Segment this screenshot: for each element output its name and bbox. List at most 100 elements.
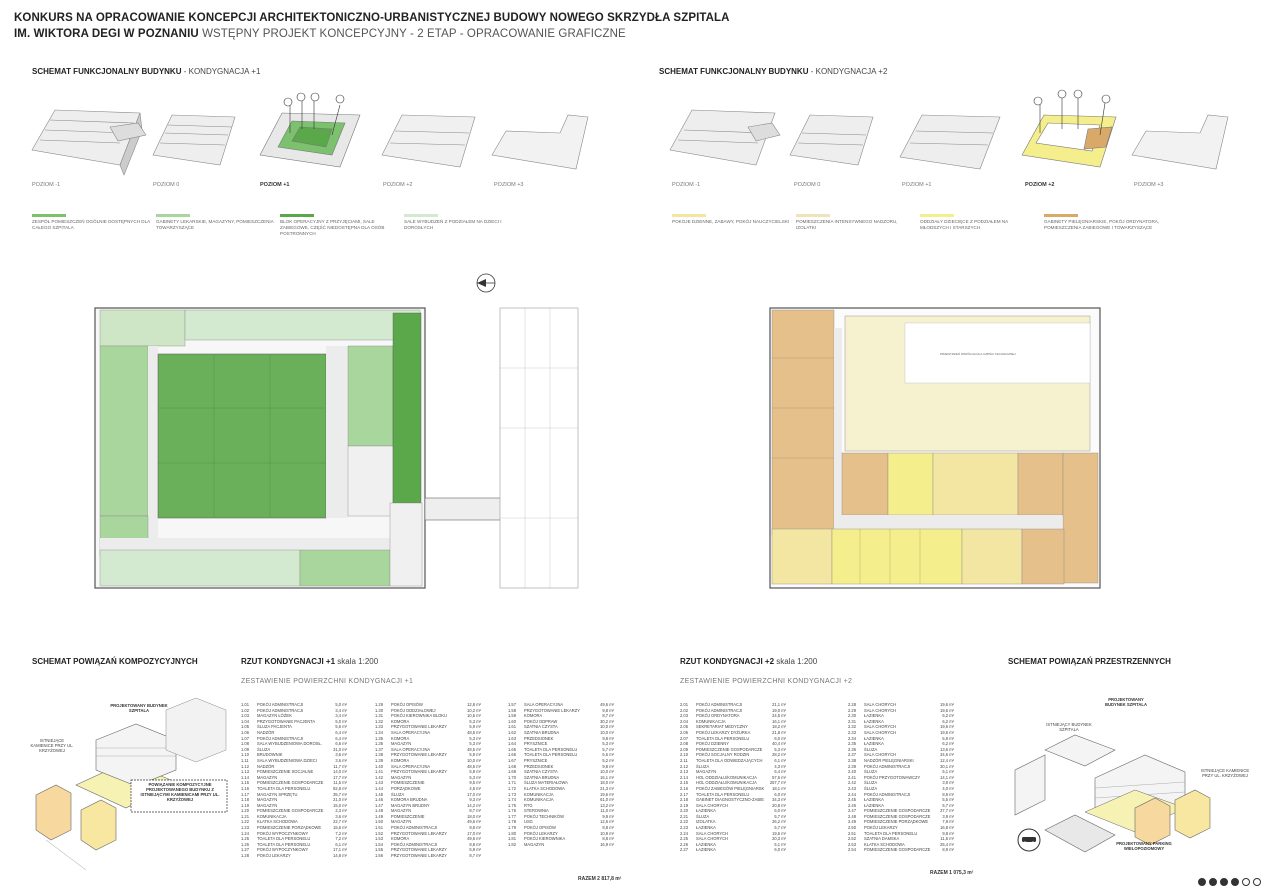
room-area: 5,9 m²	[469, 769, 481, 775]
room-name: SZATNIA BRUDNA	[524, 729, 560, 735]
room-number: 1.49	[375, 813, 383, 819]
room-area: 19,6 m²	[940, 702, 954, 707]
room-number: 2.19	[680, 802, 688, 808]
legend-item: POKOJE DZIENNE, ZABAWY, POKÓJ NAUCZYCIEL…	[672, 214, 790, 231]
right-schema-title: SCHEMAT FUNKCJONALNY BUDYNKU - KONDYGNAC…	[659, 67, 888, 76]
page-dot[interactable]	[1198, 878, 1206, 886]
room-area: 21,3 m²	[600, 785, 614, 791]
page-dot[interactable]	[1242, 878, 1250, 886]
room-area: 6,4 m²	[774, 769, 786, 775]
room-name: SALA OPERACYJNA	[524, 702, 564, 707]
level-label-plus1: POZIOM +1	[260, 182, 290, 188]
room-area: 3,6 m²	[335, 752, 347, 758]
room-number: 1.65	[508, 746, 516, 752]
room-number: 1.81	[508, 836, 516, 842]
room-name: SALA OPERACYJNA	[391, 729, 431, 735]
room-name: POKÓJ WYPOCZYNKOWY	[257, 847, 309, 853]
room-number: 1.71	[508, 780, 516, 786]
room-name: POKÓJ ADMINISTRACJI	[864, 763, 911, 769]
room-area: 14,0 m²	[333, 769, 347, 775]
room-name: SALA CHORYCH	[864, 702, 897, 707]
left-axonometric-levels	[31, 92, 589, 176]
room-number: 1.70	[508, 774, 516, 780]
room-name: POKÓJ LEKARZY	[864, 825, 898, 831]
room-name: SALA CHORYCH	[864, 729, 897, 735]
room-name: ŁAZIENKA	[864, 802, 884, 808]
room-name: POMIESZCZENIE GOSPODARCZE	[864, 847, 931, 853]
existing-tenements-label: ISTNIEJĄCE KAMIENICE PRZY UL. KRZYŻOWEJ	[1200, 768, 1250, 778]
room-area: 14,8 m²	[333, 853, 347, 859]
room-number: 2.12	[680, 763, 688, 769]
level-label-0: POZIOM 0	[794, 182, 821, 188]
room-number: 2.46	[848, 802, 856, 808]
room-area: 3,6 m²	[335, 757, 347, 763]
room-number: 1.11	[241, 757, 249, 763]
room-area: 35,7 m²	[333, 791, 347, 797]
room-number: 1.10	[241, 752, 249, 758]
room-name: PRZEDSIONEK	[524, 735, 554, 741]
room-number: 2.24	[680, 830, 688, 836]
room-number: 2.18	[680, 797, 688, 803]
room-area: 5,5 m²	[942, 797, 954, 803]
room-area: 4,0 m²	[942, 785, 954, 791]
room-number: 2.23	[680, 825, 688, 831]
room-area: 21,8 m²	[772, 729, 786, 735]
room-number: 2.41	[848, 774, 856, 780]
page-dot[interactable]	[1209, 878, 1217, 886]
room-number: 2.07	[680, 735, 688, 741]
room-area: 10,9 m²	[600, 830, 614, 836]
room-area: 6,4 m²	[335, 729, 347, 735]
room-number: 1.12	[241, 763, 249, 769]
room-area: 18,1 m²	[772, 785, 786, 791]
composition-link-label: POWIĄZANIE KOMPOZYCYJNE PROJEKTOWANEGO B…	[140, 782, 220, 802]
legend-item: ODDZIAŁY DZIECIĘCE Z PODZIAŁEM NA MŁODSZ…	[920, 214, 1038, 231]
room-area: 5,0 m²	[335, 702, 347, 707]
room-name: POKÓJ ORDYNATORA	[696, 713, 740, 719]
room-name: ŚLUZA	[696, 813, 710, 819]
room-area: 20,3 m²	[772, 836, 786, 842]
room-name: ŁAZIENKA	[696, 847, 716, 853]
room-name: POMIESZCZENIE	[391, 813, 425, 819]
spatial-schema-title: SCHEMAT POWIĄZAŃ PRZESTRZENNYCH	[1008, 657, 1171, 666]
room-number: 1.25	[241, 836, 249, 842]
room-name: POKÓJ TECHNIKÓW	[524, 813, 564, 819]
page-dot[interactable]	[1231, 878, 1239, 886]
room-area: 49,6 m²	[467, 836, 481, 842]
room-number: 2.09	[680, 746, 688, 752]
room-name: SALA CHORYCH	[696, 830, 729, 836]
room-name: KLATKA SCHODOWA	[524, 785, 565, 791]
page-dot[interactable]	[1253, 878, 1261, 886]
page-dot[interactable]	[1220, 878, 1228, 886]
room-name: ŚLUZA	[257, 746, 271, 752]
room-area: 7,9 m²	[942, 819, 954, 825]
room-area: 34,6 m²	[940, 752, 954, 758]
existing-hospital-label: ISTNIEJĄCY BUDYNEK SZPITALA	[1046, 722, 1092, 732]
room-name: HOL ODDZIAŁU/KOMUNIKACJA	[696, 774, 757, 780]
room-name: KLATKA SCHODOWA	[864, 841, 905, 847]
level-minus1-axo	[31, 109, 147, 176]
room-number: 1.51	[375, 825, 383, 831]
composition-diagram	[35, 697, 228, 871]
room-name: POKÓJ ODPRAW	[524, 718, 558, 724]
room-area: 9,8 m²	[602, 763, 614, 769]
level-0-axo	[152, 114, 236, 166]
room-number: 2.33	[848, 729, 856, 735]
room-area: 10,0 m²	[600, 729, 614, 735]
room-name: POKÓJ ADMINISTRACJI	[696, 707, 743, 713]
room-area: 15,0 m²	[333, 802, 347, 808]
room-area: 5,7 m²	[774, 825, 786, 831]
room-name: POMIESZCZENIE PORZĄDKOWE	[257, 825, 322, 831]
